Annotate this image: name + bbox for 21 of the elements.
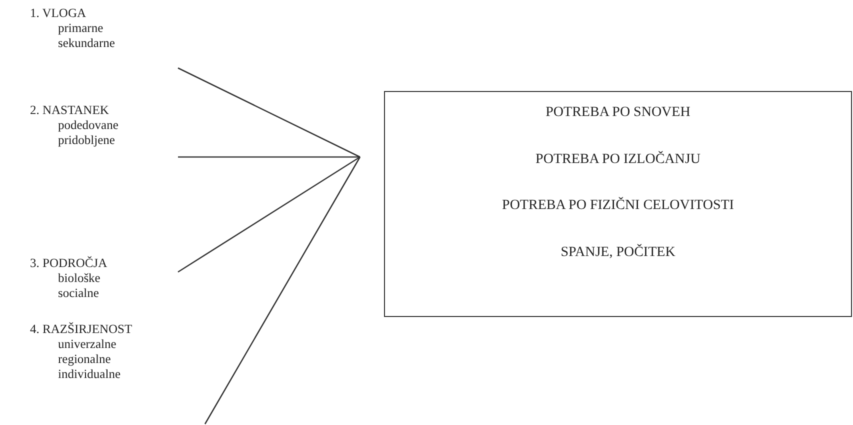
need-text: SPANJE, POČITEK [560,244,676,262]
connector-line [178,156,360,273]
connector-line [178,67,360,158]
category-heading: 3. PODROČJA [30,256,108,271]
category-heading: 1. VLOGA [30,6,86,21]
connector-line [178,156,360,158]
need-text: POTREBA PO FIZIČNI CELOVITOSTI [501,197,735,215]
category-heading: 4. RAZŠIRJENOST [30,322,132,337]
category-heading: 2. NASTANEK [30,103,109,118]
need-text: POTREBA PO IZLOČANJU [534,150,702,168]
category-item: pridobljene [58,133,115,148]
content-box [384,91,852,317]
category-item: biološke [58,271,100,286]
category-item: individualne [58,367,120,382]
category-item: podedovane [58,118,118,133]
category-item: socialne [58,286,99,301]
category-item: primarne [58,21,104,36]
category-item: univerzalne [58,337,116,352]
need-text: POTREBA PO SNOVEH [544,104,692,122]
category-item: sekundarne [58,36,115,51]
category-item: regionalne [58,352,111,367]
